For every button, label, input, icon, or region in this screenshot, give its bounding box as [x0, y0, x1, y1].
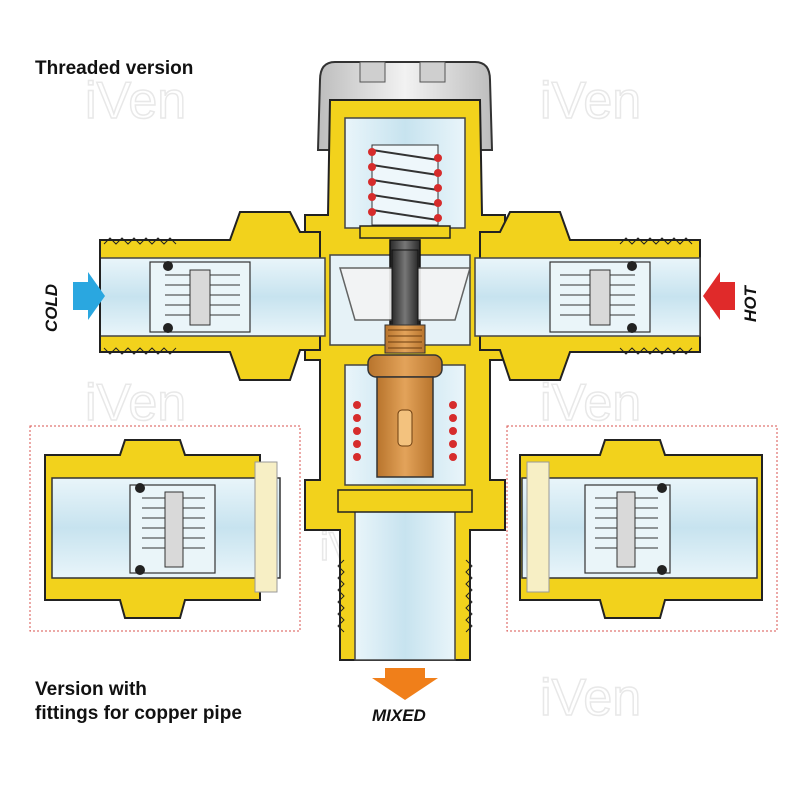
- bottom-springs: [353, 401, 457, 461]
- copper-title-line1: Version with: [35, 679, 147, 700]
- right-fitting-frame: [506, 425, 778, 632]
- mixed-label: MIXED: [372, 706, 426, 725]
- left-copper-fitting: [44, 439, 281, 619]
- check-valve-right: [549, 261, 651, 333]
- check-valve-left: [149, 261, 251, 333]
- cold-label: COLD: [42, 283, 62, 333]
- copper-version-title: Version with fittings for copper pipe: [35, 678, 335, 726]
- watermark-text: iVen: [540, 72, 641, 130]
- hot-label: HOT: [740, 286, 760, 322]
- watermark-text: iVen: [540, 374, 641, 432]
- threaded-version-title: Threaded version: [35, 58, 194, 79]
- watermark-text: iVen: [540, 669, 641, 727]
- valve-body: [99, 61, 701, 661]
- outlet-channel: [354, 499, 456, 661]
- thread-bottom: [337, 559, 473, 633]
- thermostatic-element: [367, 324, 443, 478]
- right-copper-fitting: [519, 439, 763, 619]
- left-fitting-frame: [29, 425, 301, 632]
- stem: [391, 249, 419, 331]
- copper-title-line2: fittings for copper pipe: [35, 703, 242, 724]
- cold-arrow: [73, 272, 105, 320]
- watermark-text: iVen: [85, 374, 186, 432]
- thread-right: [619, 237, 693, 355]
- watermark-text: iVen: [85, 72, 186, 130]
- mixed-arrow: [372, 668, 438, 700]
- top-spring: [359, 144, 451, 239]
- hot-arrow: [703, 272, 735, 320]
